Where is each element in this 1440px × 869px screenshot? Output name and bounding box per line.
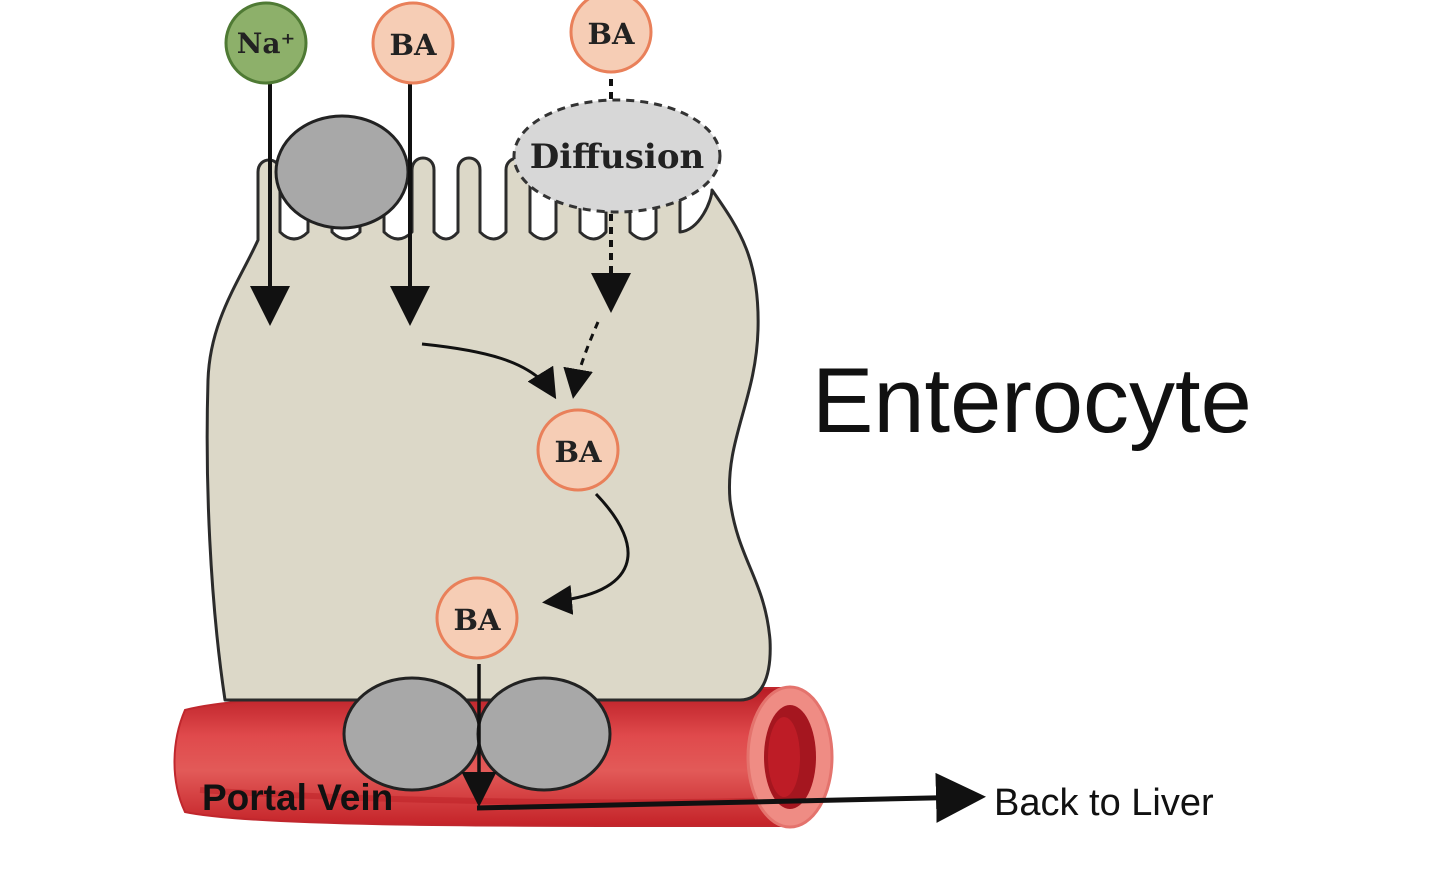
portal-vein-label: Portal Vein [202, 777, 393, 818]
bile-acid-icon: BA [435, 576, 519, 660]
ba-label-basal: BA [453, 603, 501, 637]
back-to-liver-label: Back to Liver [994, 782, 1214, 824]
ba-label-apical: BA [389, 28, 437, 62]
diffusion-bubble: Diffusion [512, 98, 722, 214]
apical-transporter-icon [274, 114, 410, 230]
back-to-liver-arrow [476, 772, 986, 823]
diagram-title: Enterocyte [812, 350, 1252, 452]
ba-to-basal-arrow [542, 492, 630, 615]
ba-to-center-arrow [421, 342, 557, 400]
diffusion-label: Diffusion [530, 137, 704, 177]
ba-label-center: BA [554, 435, 602, 469]
sodium-ion-icon: Na⁺ [224, 1, 308, 85]
sodium-label: Na⁺ [237, 27, 296, 60]
bile-acid-icon: BA [371, 1, 455, 85]
bile-acid-icon: BA [536, 408, 620, 492]
ba-label-diffusion: BA [587, 17, 635, 51]
diffusion-to-ba-arrow [563, 321, 600, 399]
bile-acid-icon: BA [569, 0, 653, 74]
